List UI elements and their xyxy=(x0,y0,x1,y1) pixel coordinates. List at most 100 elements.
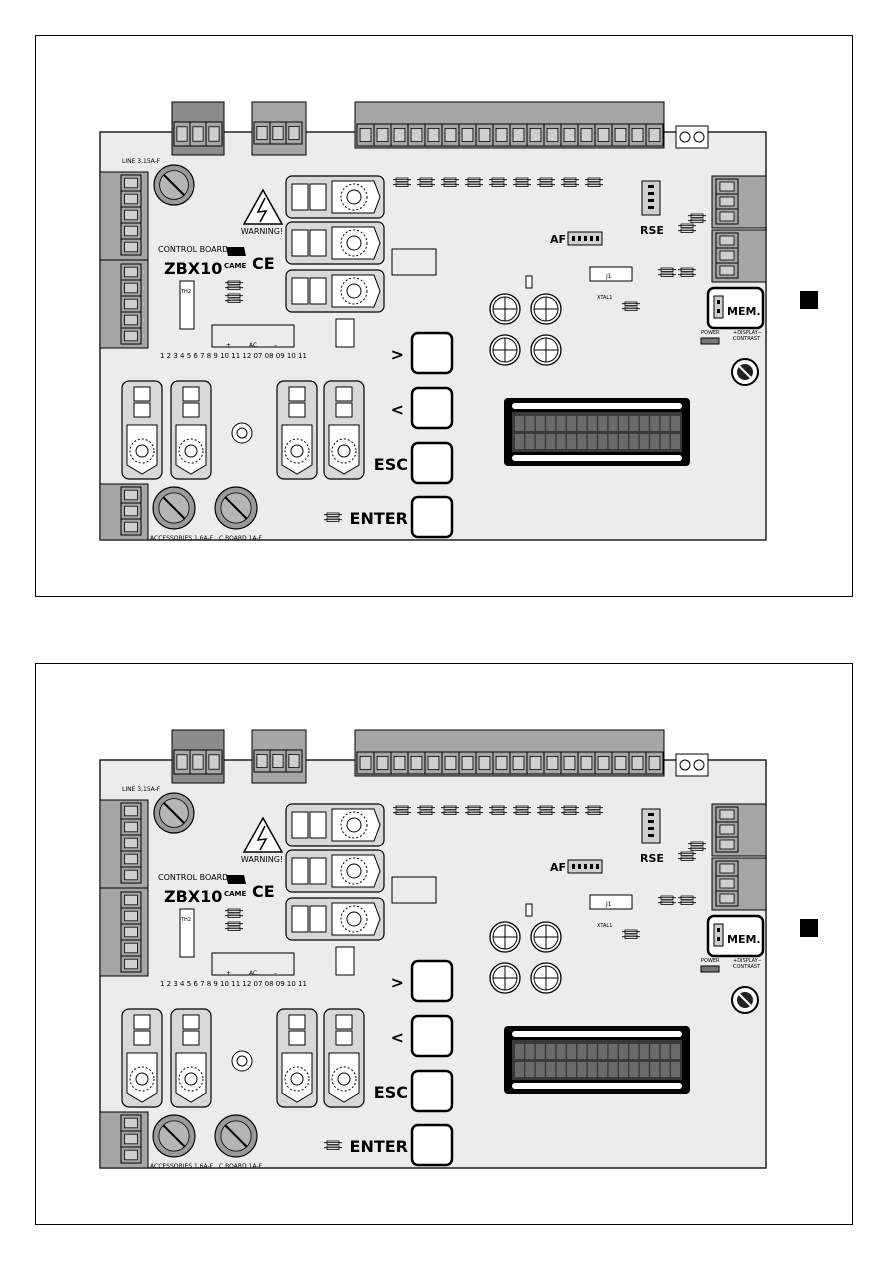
terminal-screw xyxy=(359,128,372,143)
lcd-cell xyxy=(525,1044,535,1059)
lcd-cell xyxy=(525,416,535,431)
lcd-cell xyxy=(598,1062,608,1077)
terminal-screw xyxy=(124,521,138,533)
relay-contact xyxy=(331,438,357,464)
relay-housing xyxy=(331,226,381,260)
relay-coil xyxy=(182,1014,200,1030)
resistor-group xyxy=(465,805,483,815)
button-body[interactable] xyxy=(410,1069,454,1113)
relay-housing xyxy=(281,424,313,475)
esc-button[interactable]: ESC xyxy=(374,1069,454,1113)
ac-strip xyxy=(211,952,295,976)
mem-label[interactable]: MEM. xyxy=(727,933,761,946)
button-label[interactable]: < xyxy=(391,1028,404,1047)
terminal-screw xyxy=(478,756,491,771)
relay-contact-inner xyxy=(346,235,362,251)
esc-button[interactable]: ESC xyxy=(374,441,454,485)
resistor-group xyxy=(513,177,531,187)
mem-jumper[interactable] xyxy=(713,923,724,947)
button-body[interactable] xyxy=(410,959,454,1003)
enter-button[interactable]: ENTER xyxy=(350,495,454,539)
relay-housing xyxy=(281,1052,313,1103)
enter-button[interactable]: ENTER xyxy=(350,1123,454,1167)
relay-contact xyxy=(284,438,310,464)
power-led xyxy=(700,337,720,345)
terminal-screw xyxy=(719,181,735,192)
button-label[interactable]: ESC xyxy=(374,455,408,474)
relay-housing xyxy=(331,854,381,888)
terminal-screw xyxy=(631,128,644,143)
terminal-screw xyxy=(124,1133,138,1145)
resistor-group xyxy=(225,280,243,290)
relay-coil xyxy=(309,277,327,305)
button-label[interactable]: > xyxy=(391,973,404,992)
mem-label[interactable]: MEM. xyxy=(727,305,761,318)
relay-contact xyxy=(340,905,368,933)
lcd-cell xyxy=(587,434,597,449)
accessories-fuse-label: ACCESSORIES 1,6A-F xyxy=(150,535,214,542)
xtal-label: XTAL1 xyxy=(597,295,612,301)
button-body[interactable] xyxy=(410,1123,454,1167)
button-label[interactable]: ENTER xyxy=(350,1137,408,1156)
relay-coil xyxy=(182,1030,200,1046)
lcd-cell xyxy=(608,1044,618,1059)
prev-button[interactable]: < xyxy=(391,1014,454,1058)
control-board: LINE 3,15A-F ACCESSORIES 1,6A-F C.BOARD 1A… xyxy=(99,101,818,542)
rse-pin xyxy=(648,199,654,202)
relay-contact xyxy=(129,438,155,464)
button-label[interactable]: > xyxy=(391,345,404,364)
terminal-screw xyxy=(461,128,474,143)
terminal-right-2 xyxy=(715,232,739,279)
terminal-screw xyxy=(272,126,284,141)
terminal-screw xyxy=(512,128,525,143)
terminal-screw xyxy=(124,910,138,922)
next-button[interactable]: > xyxy=(391,331,454,375)
lcd-cell xyxy=(577,1044,587,1059)
af-pin xyxy=(584,236,587,241)
terminal-screw xyxy=(393,128,406,143)
terminal-screw xyxy=(719,265,735,276)
display-contrast-label: +DISPLAY−CONTRAST xyxy=(733,330,762,342)
came-logo xyxy=(226,247,246,256)
relay-contact-inner xyxy=(290,444,304,458)
relay-coil xyxy=(288,1030,306,1046)
button-body[interactable] xyxy=(410,441,454,485)
relay-coil xyxy=(288,1014,306,1030)
mem-jumper-pin xyxy=(717,309,720,313)
button-body[interactable] xyxy=(410,386,454,430)
mem-jumper[interactable] xyxy=(713,295,724,319)
lcd-cell xyxy=(525,434,535,449)
cboard-fuse-label: C.BOARD 1A-F xyxy=(219,535,262,542)
resistor-group xyxy=(678,267,696,277)
terminal-screw xyxy=(410,756,423,771)
terminal-screw xyxy=(256,126,268,141)
resistor-group xyxy=(585,177,603,187)
lcd-cell xyxy=(567,416,576,431)
relay-contact xyxy=(331,1066,357,1092)
rse-pin xyxy=(648,192,654,195)
prev-button[interactable]: < xyxy=(391,386,454,430)
resistor-group xyxy=(678,851,696,861)
button-body[interactable] xyxy=(410,495,454,539)
button-body[interactable] xyxy=(410,331,454,375)
relay-coil xyxy=(291,229,309,257)
next-button[interactable]: > xyxy=(391,959,454,1003)
button-label[interactable]: ESC xyxy=(374,1083,408,1102)
lcd-cell xyxy=(639,434,649,449)
resistor-group xyxy=(658,895,676,905)
lcd-cell xyxy=(619,1044,628,1059)
relay-contact-inner xyxy=(346,863,362,879)
lcd-cell xyxy=(556,416,566,431)
terminal-block-main xyxy=(356,751,664,775)
button-label[interactable]: ENTER xyxy=(350,509,408,528)
terminal-screw xyxy=(124,894,138,906)
relay-contact xyxy=(340,229,368,257)
button-label[interactable]: < xyxy=(391,400,404,419)
resistor-group xyxy=(688,213,706,223)
relay-contact xyxy=(340,277,368,305)
led xyxy=(525,903,533,917)
power-terminal xyxy=(173,749,223,775)
lcd-cell xyxy=(567,1062,576,1077)
line-fuse-label: LINE 3,15A-F xyxy=(122,158,161,165)
button-body[interactable] xyxy=(410,1014,454,1058)
